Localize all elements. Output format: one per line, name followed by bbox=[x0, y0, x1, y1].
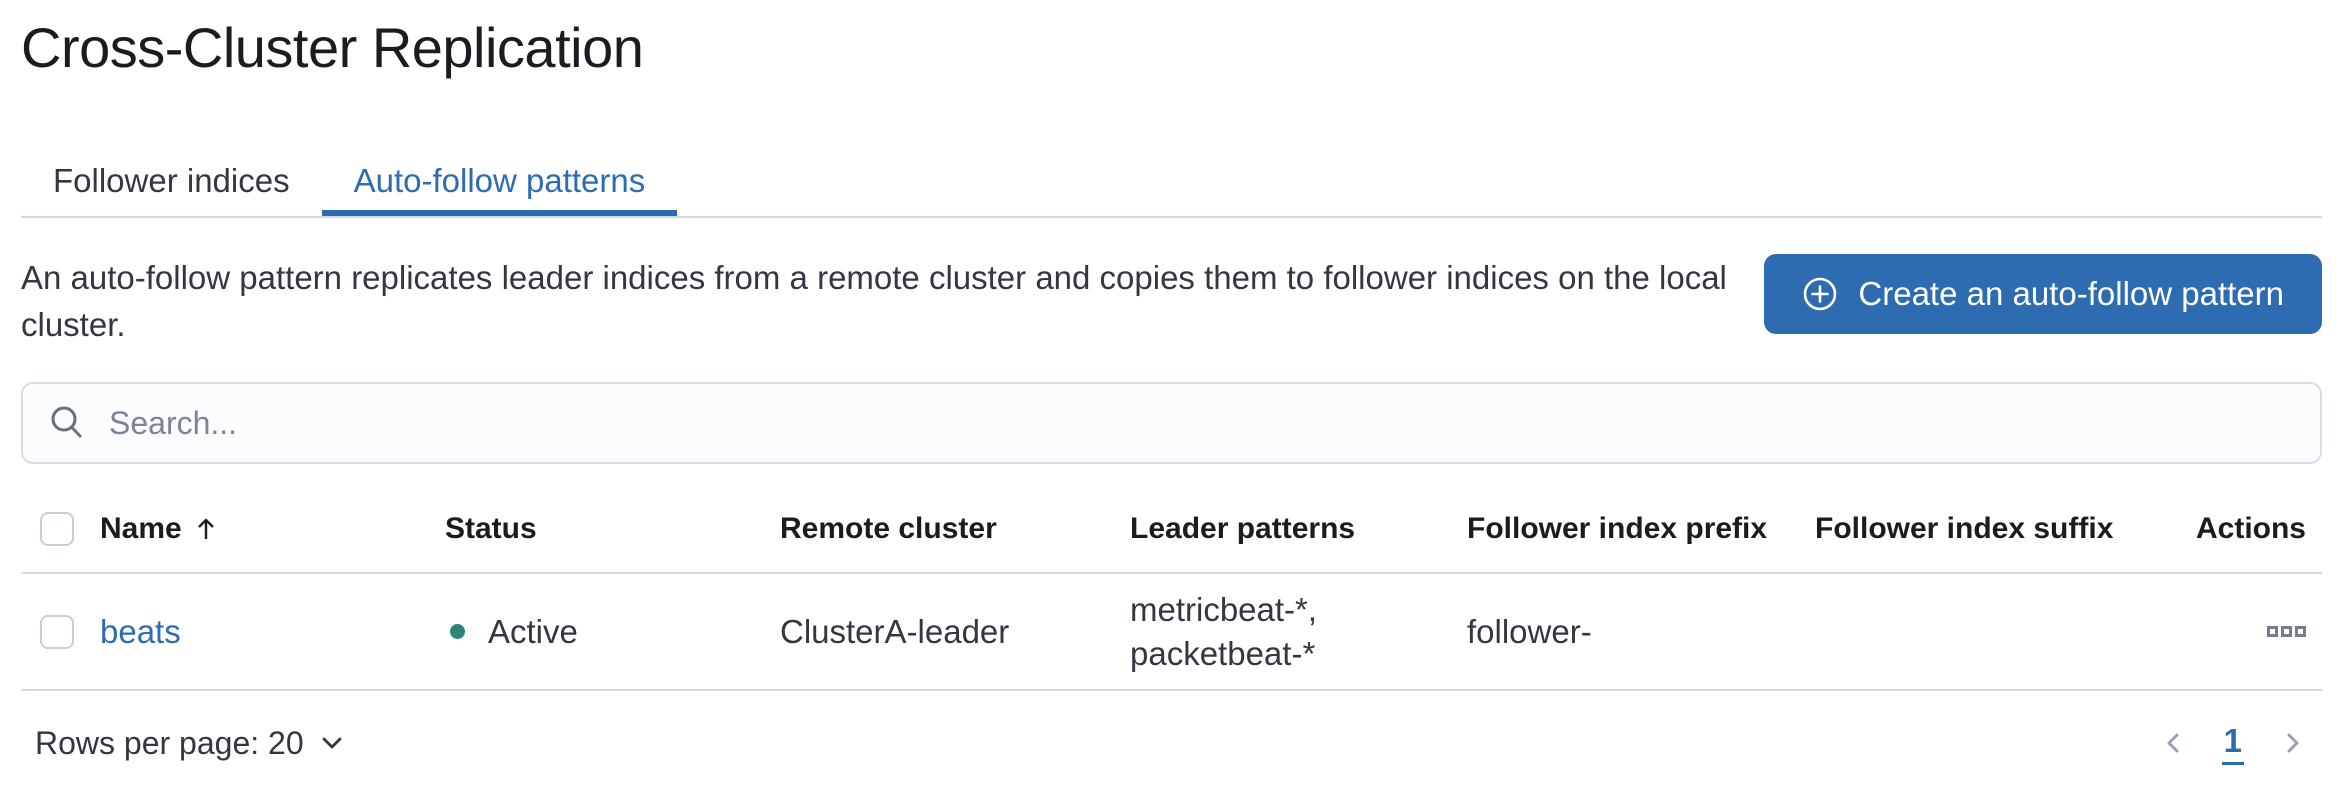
auto-follow-patterns-table: Name Status Remote cluster Leader patter… bbox=[21, 486, 2322, 691]
chevron-down-icon bbox=[322, 737, 342, 749]
column-header-follower-index-prefix: Follower index prefix bbox=[1467, 512, 1768, 545]
remote-cluster-cell: ClusterA-leader bbox=[780, 612, 1010, 650]
select-row-checkbox[interactable] bbox=[40, 614, 74, 649]
plus-in-circle-icon bbox=[1804, 277, 1837, 311]
actions-cell bbox=[2115, 626, 2322, 637]
table-footer: Rows per page: 20 1 bbox=[21, 691, 2322, 795]
row-checkbox-cell bbox=[21, 614, 100, 649]
pagination: 1 bbox=[2158, 722, 2308, 765]
pattern-name-link[interactable]: beats bbox=[100, 612, 181, 650]
tabs-bar: Follower indices Auto-follow patterns bbox=[21, 146, 2322, 218]
previous-page-button[interactable] bbox=[2158, 728, 2188, 758]
create-button-label: Create an auto-follow pattern bbox=[1858, 275, 2284, 312]
search-icon bbox=[51, 406, 82, 438]
page-title: Cross-Cluster Replication bbox=[21, 16, 644, 79]
status-active-dot-icon bbox=[450, 624, 465, 639]
column-header-status: Status bbox=[445, 512, 537, 545]
column-header-remote-cluster: Remote cluster bbox=[780, 512, 997, 545]
column-header-name[interactable]: Name bbox=[100, 512, 445, 546]
status-label: Active bbox=[488, 612, 578, 650]
status-cell: Active bbox=[445, 613, 780, 651]
boxes-horizontal-icon bbox=[2267, 626, 2278, 637]
pattern-name-cell: beats bbox=[100, 613, 445, 651]
follower-index-prefix-cell: follower- bbox=[1467, 612, 1592, 650]
tab-auto-follow-patterns[interactable]: Auto-follow patterns bbox=[322, 146, 678, 216]
create-auto-follow-pattern-button[interactable]: Create an auto-follow pattern bbox=[1764, 254, 2322, 334]
auto-follow-description: An auto-follow pattern replicates leader… bbox=[21, 259, 1727, 343]
tab-follower-indices[interactable]: Follower indices bbox=[53, 162, 290, 199]
intro-section: An auto-follow pattern replicates leader… bbox=[21, 254, 2322, 348]
chevron-right-icon bbox=[2287, 733, 2299, 753]
table-header-row: Name Status Remote cluster Leader patter… bbox=[21, 486, 2322, 574]
search-input[interactable] bbox=[107, 403, 2296, 443]
select-all-checkbox[interactable] bbox=[40, 512, 74, 546]
select-all-checkbox-cell bbox=[21, 512, 100, 546]
chevron-left-icon bbox=[2167, 733, 2179, 753]
leader-patterns-cell: metricbeat-*, packetbeat-* bbox=[1130, 590, 1318, 672]
table-row: beats Active ClusterA-leader metricbeat-… bbox=[21, 574, 2322, 691]
column-header-actions: Actions bbox=[2195, 512, 2306, 545]
cross-cluster-replication-page: Cross-Cluster Replication Follower indic… bbox=[0, 12, 2336, 800]
search-bar bbox=[21, 382, 2322, 464]
sort-ascending-arrow-icon bbox=[197, 518, 214, 539]
name-header-label: Name bbox=[100, 512, 182, 545]
row-actions-button[interactable] bbox=[2267, 626, 2306, 637]
column-header-leader-patterns: Leader patterns bbox=[1130, 512, 1356, 545]
rows-per-page-selector[interactable]: Rows per page: 20 bbox=[29, 724, 352, 763]
column-header-follower-index-suffix: Follower index suffix bbox=[1815, 512, 2114, 545]
rows-per-page-label: Rows per page: 20 bbox=[35, 724, 304, 761]
page-number-1[interactable]: 1 bbox=[2221, 722, 2244, 765]
next-page-button[interactable] bbox=[2278, 728, 2308, 758]
